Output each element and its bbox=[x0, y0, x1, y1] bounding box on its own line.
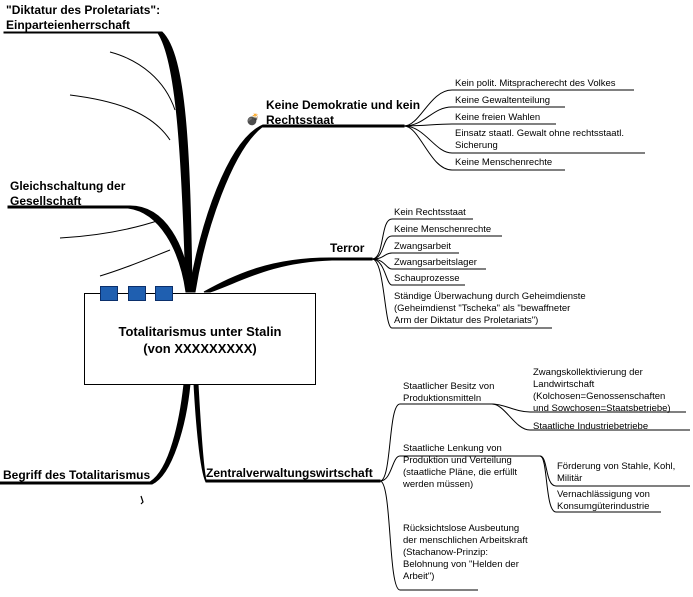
branch-demokratie[interactable]: Keine Demokratie und kein Rechtsstaat bbox=[266, 98, 421, 127]
branch-diktatur[interactable]: "Diktatur des Proletariats": Einparteien… bbox=[6, 3, 161, 32]
task-marker-icon bbox=[155, 286, 173, 301]
list-item[interactable]: Einsatz staatl. Gewalt ohne rechtsstaatl… bbox=[455, 128, 624, 151]
list-item[interactable]: Staatliche Industriebetriebe bbox=[533, 421, 649, 432]
central-topic-title: Totalitarismus unter Stalin bbox=[118, 324, 282, 339]
branch-zentralverwaltungswirtschaft[interactable]: Zentralverwaltungswirtschaft bbox=[206, 466, 373, 480]
list-item[interactable]: Kein polit. Mitspracherecht des Volkes bbox=[455, 78, 616, 89]
list-item[interactable]: Förderung von Stahle, Kohl, Militär bbox=[557, 461, 676, 484]
list-item[interactable]: Rücksichtslose Ausbeutung der menschlich… bbox=[403, 523, 528, 582]
central-topic[interactable]: Totalitarismus unter Stalin (von XXXXXXX… bbox=[84, 293, 316, 385]
task-marker-icon bbox=[100, 286, 118, 301]
branch-connector-terror bbox=[203, 257, 373, 293]
task-marker-icon bbox=[128, 286, 146, 301]
branch-connector-gleich bbox=[7, 205, 192, 293]
list-item[interactable]: Zwangskollektivierung der Landwirtschaft… bbox=[533, 367, 671, 414]
list-item[interactable]: Keine freien Wahlen bbox=[455, 112, 541, 123]
central-topic-subtitle: (von XXXXXXXXX) bbox=[143, 341, 257, 356]
list-item[interactable]: Keine Menschenrechte bbox=[394, 224, 492, 235]
branch-terror[interactable]: Terror bbox=[330, 241, 365, 255]
list-item[interactable]: Zwangsarbeitslager bbox=[394, 257, 477, 268]
branch-connector-demokratie bbox=[188, 124, 405, 293]
branch-begriff[interactable]: Begriff des Totalitarismus bbox=[3, 468, 151, 482]
list-item[interactable]: Ständige Überwachung durch Geheimdienste… bbox=[394, 291, 586, 326]
list-item[interactable]: Kein Rechtsstaat bbox=[394, 207, 466, 218]
list-item[interactable]: Zwangsarbeit bbox=[394, 241, 452, 252]
branch-gleichschaltung[interactable]: Gleichschaltung der Gesellschaft bbox=[10, 179, 126, 208]
list-item[interactable]: Keine Menschenrechte bbox=[455, 157, 553, 168]
list-item[interactable]: Vernachlässigung von Konsumgüterindustri… bbox=[557, 489, 650, 512]
list-item[interactable]: Schauprozesse bbox=[394, 273, 460, 284]
list-item[interactable]: Staatlicher Besitz von Produktionsmittel… bbox=[403, 381, 495, 404]
list-item[interactable]: Keine Gewaltenteilung bbox=[455, 95, 551, 106]
list-item[interactable]: Staatliche Lenkung von Produktion und Ve… bbox=[403, 443, 518, 490]
bomb-icon: 💣 bbox=[246, 114, 260, 126]
